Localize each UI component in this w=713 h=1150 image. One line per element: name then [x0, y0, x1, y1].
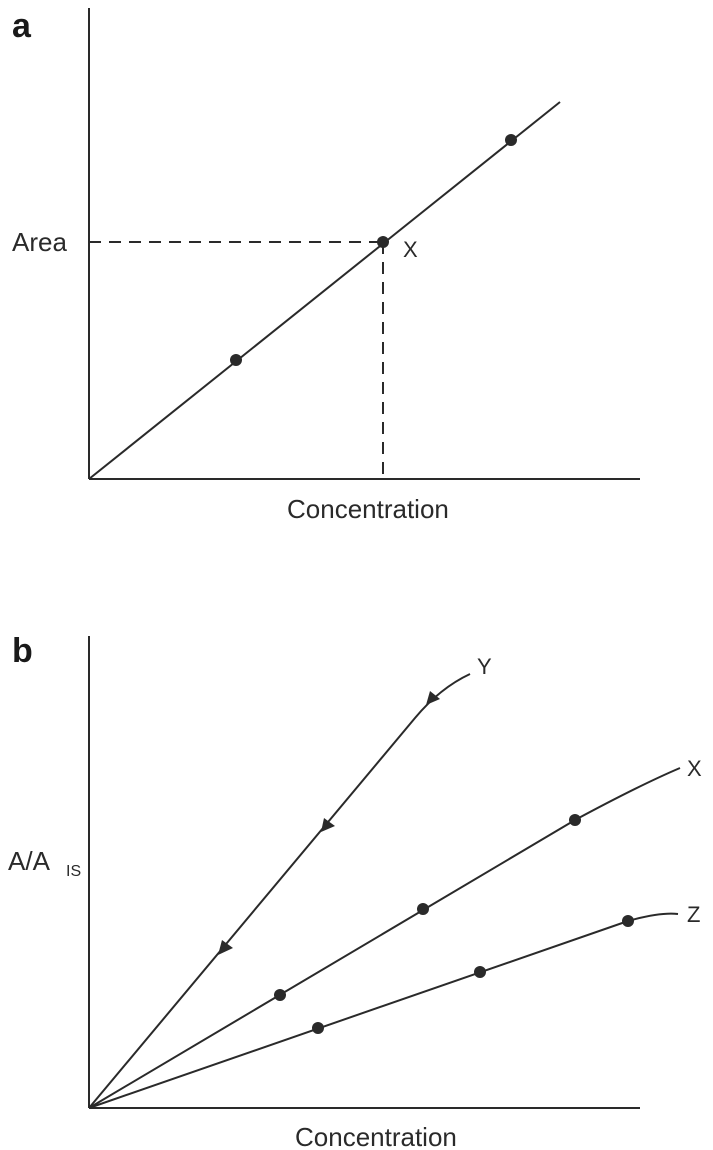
series-x-label: X: [687, 756, 702, 781]
series-y-line: [88, 673, 471, 1109]
panel-b-xlabel: Concentration: [295, 1122, 457, 1150]
series-y-arrows: [218, 691, 440, 955]
panel-a-points: [230, 134, 517, 366]
panel-b-ylabel-subscript: IS: [66, 863, 81, 880]
series-z-label: Z: [687, 902, 700, 927]
series-y-label: Y: [477, 654, 492, 679]
panel-b-label: b: [12, 632, 33, 670]
panel-b-axes: [88, 636, 640, 1109]
series-x-points: [274, 814, 581, 1001]
panel-a-calibration-line: [88, 101, 561, 480]
series-x-line: [88, 767, 681, 1109]
panel-a-axes: [88, 8, 640, 480]
panel-a-ylabel: Area: [12, 227, 67, 257]
panel-a-xlabel: Concentration: [287, 494, 449, 524]
panel-a-point-label: X: [403, 237, 418, 262]
series-z-line: [88, 912, 679, 1109]
panel-a-projection-lines: [89, 241, 384, 479]
series-z-points: [312, 915, 634, 1034]
panel-b-ylabel: A/A: [8, 846, 51, 876]
panel-a-label: a: [12, 7, 32, 45]
